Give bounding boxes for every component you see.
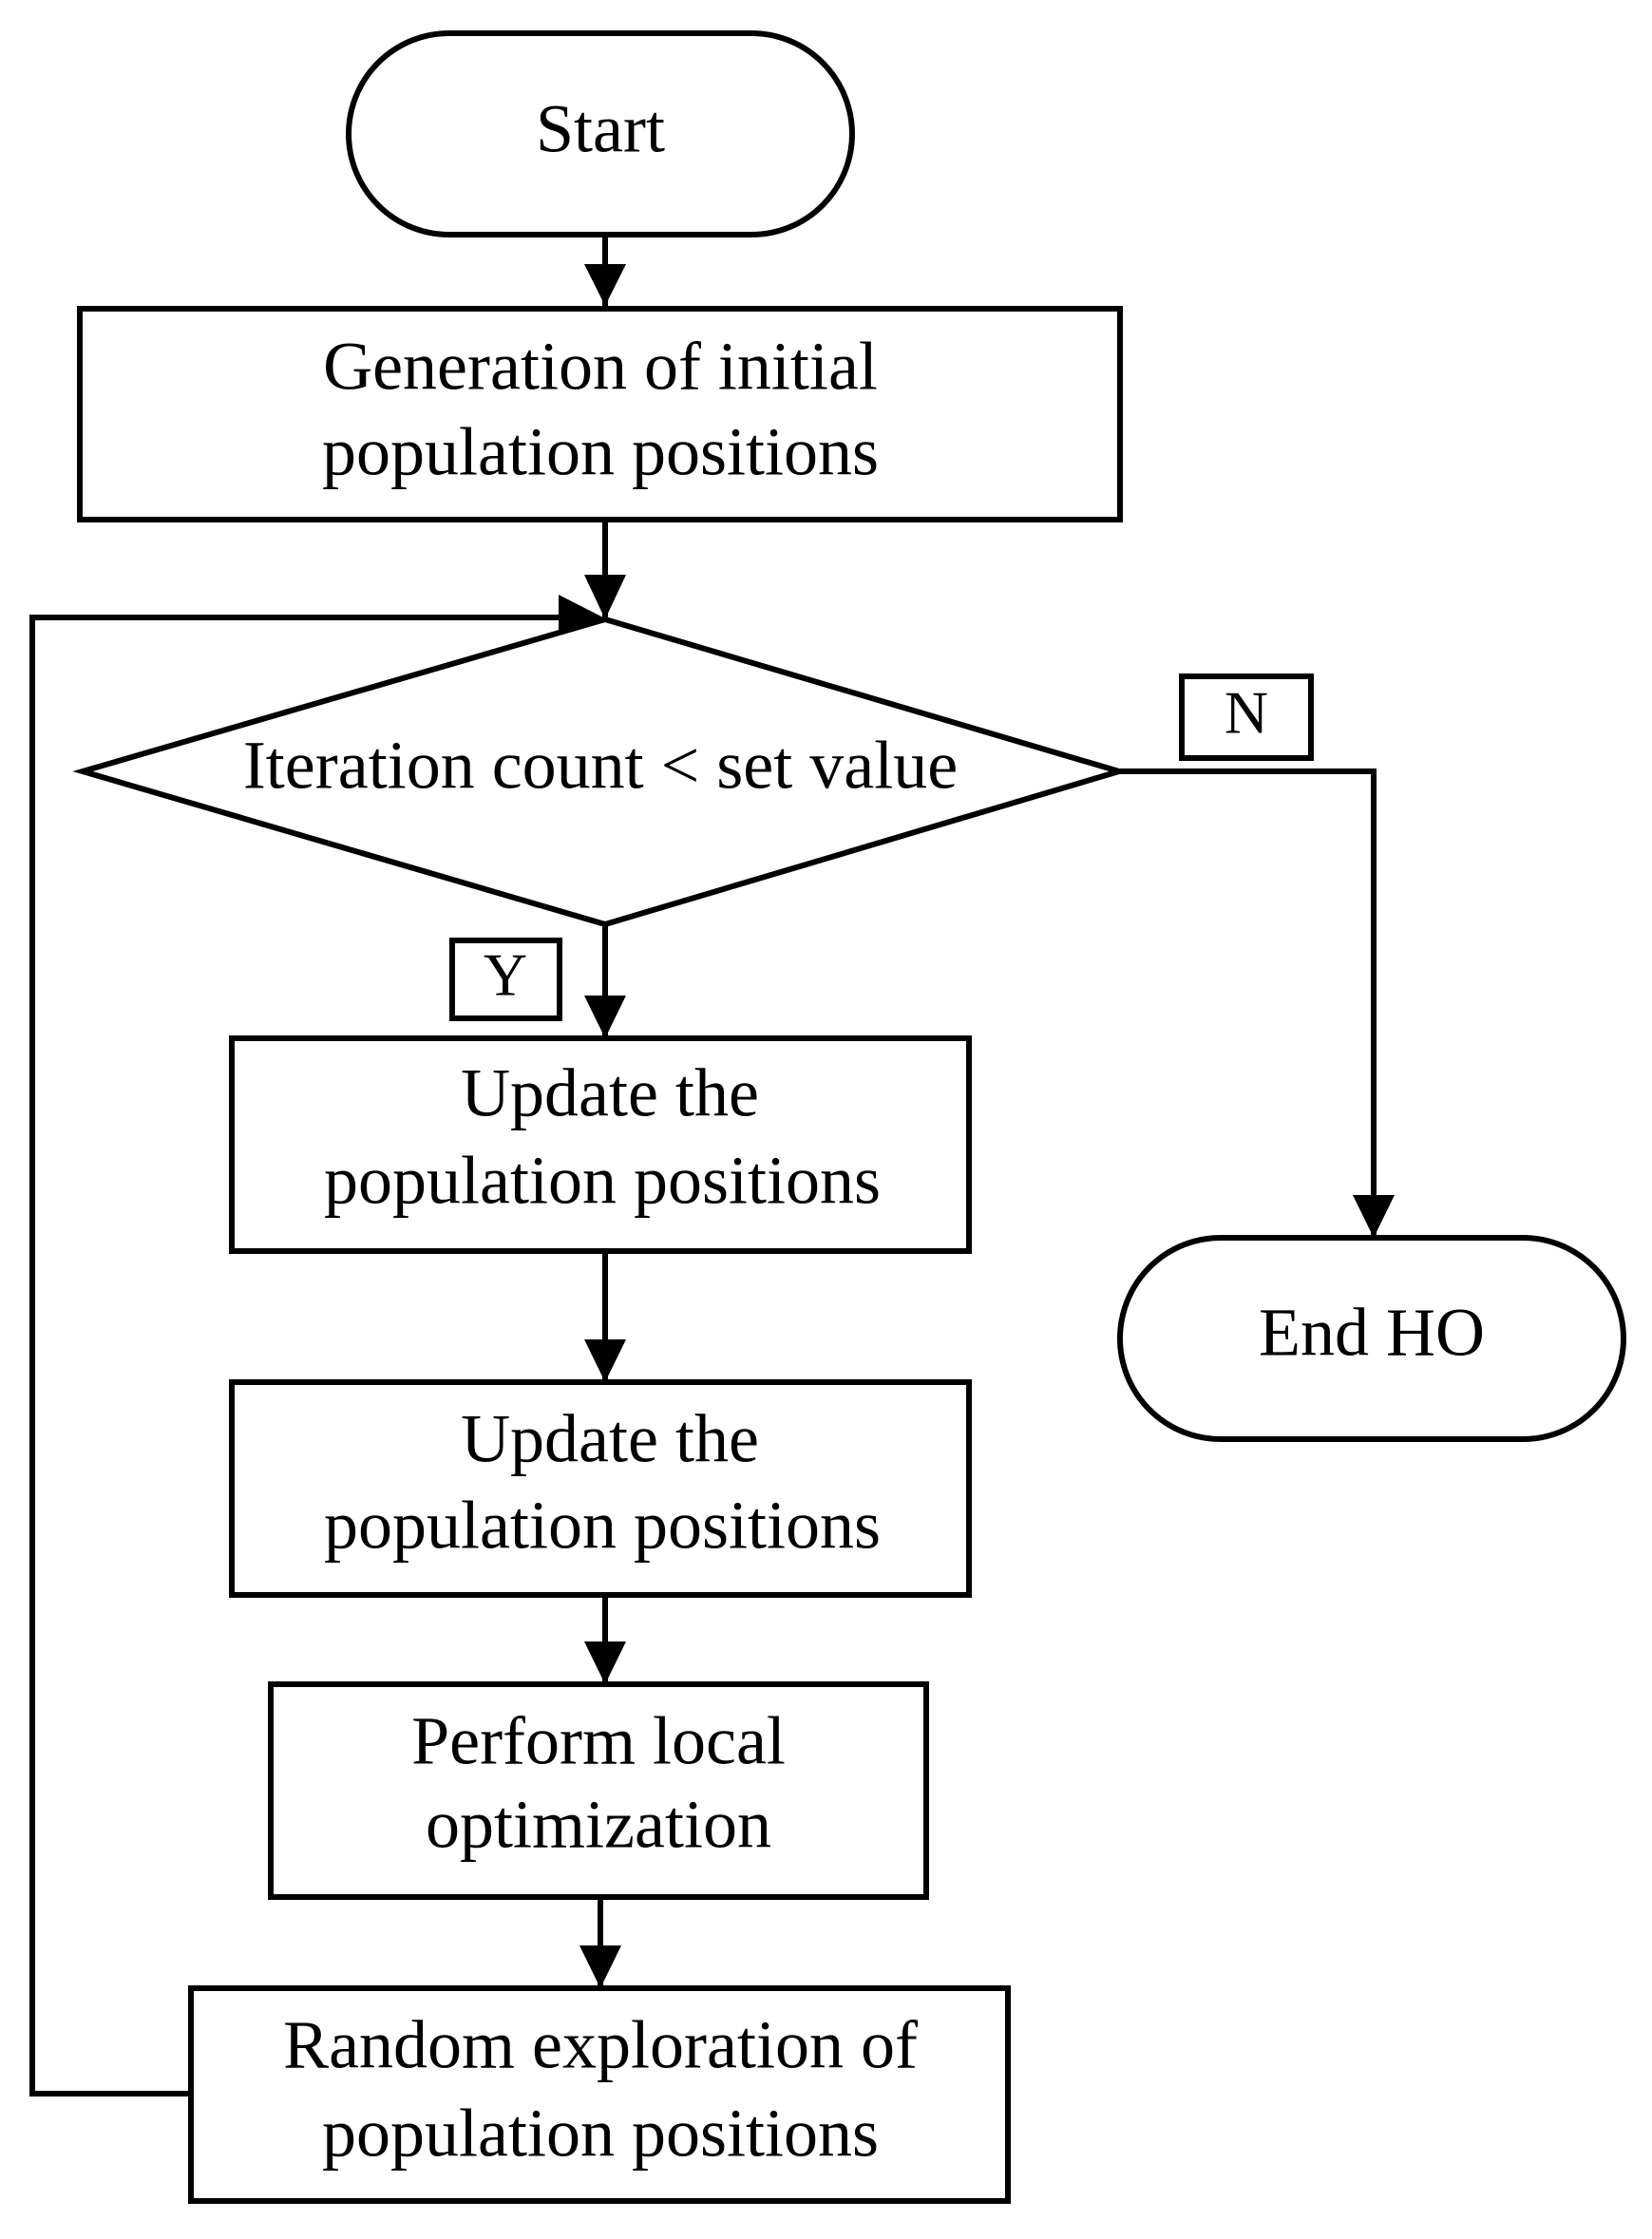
update2-label-line-2: population positions xyxy=(324,1488,881,1564)
no-label-text: N xyxy=(1225,679,1268,747)
arrowhead xyxy=(1353,1195,1395,1238)
local-label-line-1: Perform local xyxy=(411,1703,786,1779)
arrowhead xyxy=(584,996,626,1038)
yes-branch-label: Y xyxy=(449,938,562,1021)
init-label-line-1: Generation of initial xyxy=(323,329,878,405)
local-process-box xyxy=(268,1681,929,1900)
start-node: Start xyxy=(346,30,855,237)
start-label: Start xyxy=(536,91,665,167)
init-node: Generation of initial population positio… xyxy=(77,306,1123,522)
update2-node: Update the population positions xyxy=(229,1379,972,1598)
update2-process-box xyxy=(229,1379,972,1598)
init-label-line-2: population positions xyxy=(322,414,879,490)
connectors xyxy=(29,235,1395,2097)
update2-label-line-1: Update the xyxy=(461,1401,759,1477)
decision-node: Iteration count < set value xyxy=(72,616,1130,928)
decision-label: Iteration count < set value xyxy=(243,728,958,804)
random-label-line-2: population positions xyxy=(322,2096,879,2172)
decision-diamond xyxy=(72,616,1130,928)
arrowhead xyxy=(584,264,626,306)
local-label-line-2: optimization xyxy=(426,1787,771,1863)
update1-process-box xyxy=(229,1035,972,1254)
update1-node: Update the population positions xyxy=(229,1035,972,1254)
init-process-box xyxy=(77,306,1123,522)
random-label-line-1: Random exploration of xyxy=(283,2007,918,2083)
random-process-box xyxy=(188,1985,1011,2204)
arrow-random-loop-back xyxy=(29,615,560,2097)
update1-label-line-1: Update the xyxy=(461,1055,759,1131)
local-node: Perform local optimization xyxy=(268,1681,929,1900)
no-branch-label: N xyxy=(1179,674,1314,761)
update1-label-line-2: population positions xyxy=(324,1143,881,1219)
arrowhead xyxy=(584,575,626,619)
arrowhead xyxy=(584,1641,626,1684)
yes-label-text: Y xyxy=(484,941,527,1009)
end-node: End HO xyxy=(1117,1235,1626,1442)
arrowhead xyxy=(584,1339,626,1382)
yes-label-box xyxy=(449,938,562,1021)
no-label-box xyxy=(1179,674,1314,761)
arrowhead xyxy=(579,1945,621,1988)
start-terminal-shape xyxy=(346,30,855,237)
end-label: End HO xyxy=(1259,1295,1485,1371)
random-node: Random exploration of population positio… xyxy=(188,1985,1011,2204)
end-terminal-shape xyxy=(1117,1235,1626,1442)
arrow-decision-no-to-end xyxy=(1119,768,1377,1238)
